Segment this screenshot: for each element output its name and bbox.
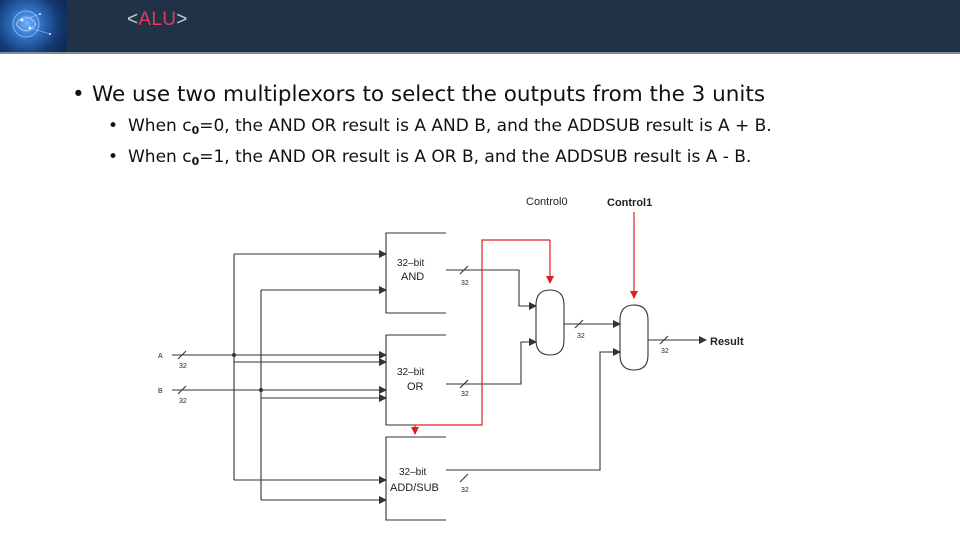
mux1 [619,304,649,371]
width-label-b: 32 [179,398,187,405]
control1-label: Control1 [607,197,652,209]
width-label-or: 32 [461,391,469,398]
and-block-label-2: AND [401,271,424,283]
input-b-label: B [158,388,163,395]
slide-header [0,0,960,52]
bullet-sub-2: •When c0=1, the AND OR result is A OR B,… [108,147,752,168]
addsub-block-label-2: ADD/SUB [390,482,439,494]
addsub-block-label-1: 32–bit [399,467,426,478]
bullet-main: •We use two multiplexors to select the o… [72,82,766,107]
and-block-label-1: 32–bit [397,258,424,269]
addsub-block [385,436,446,521]
and-block [385,232,446,314]
width-label-a: 32 [179,363,187,370]
or-block [385,334,446,426]
or-block-label-1: 32–bit [397,367,424,378]
slide-title: <ALU> [127,9,188,30]
width-label-mux1: 32 [661,348,669,355]
input-a-label: A [158,353,163,360]
bullet-sub-1: •When c0=0, the AND OR result is A AND B… [108,116,772,137]
width-label-mux0: 32 [577,333,585,340]
width-label-and: 32 [461,280,469,287]
header-divider [0,52,960,54]
brain-logo-icon [0,0,67,52]
control0-line [411,239,550,435]
or-block-label-2: OR [407,381,424,393]
control0-label: Control0 [526,196,568,208]
mux0 [535,289,565,356]
width-label-addsub: 32 [461,487,469,494]
result-label: Result [710,336,744,348]
